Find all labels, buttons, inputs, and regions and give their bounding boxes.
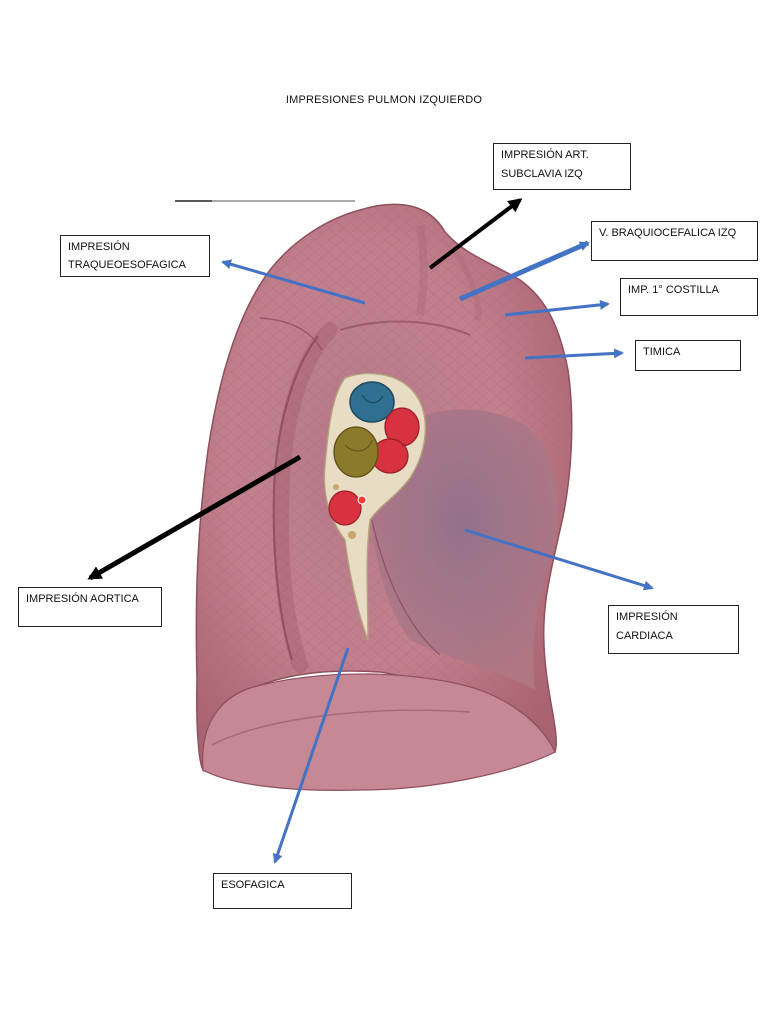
label-timica: TIMICA	[635, 340, 741, 371]
hilum	[323, 372, 427, 641]
label-aortica: IMPRESIÓN AORTICA	[18, 587, 162, 627]
lung-base	[202, 673, 556, 791]
page-title: IMPRESIONES PULMON IZQUIERDO	[285, 94, 483, 106]
label-esofagica: ESOFAGICA	[213, 873, 352, 909]
arrow-aortica	[87, 454, 302, 581]
arrow-costilla	[504, 299, 610, 317]
label-costilla: IMP. 1° COSTILLA	[620, 278, 758, 316]
arrow-braquiocefalica	[458, 240, 590, 302]
arrow-esofagica	[272, 647, 350, 864]
arrow-traqueoesofagica	[221, 259, 366, 305]
aortic-groove	[272, 322, 338, 673]
label-traqueoesofagica: IMPRESIÓN TRAQUEOESOFAGICA	[60, 235, 210, 277]
arrow-timica	[524, 348, 624, 360]
label-subclavia: IMPRESIÓN ART. SUBCLAVIA IZQ	[493, 143, 631, 190]
arrow-subclavia	[428, 198, 523, 270]
label-braquiocefalica: V. BRAQUIOCEFALICA IZQ	[591, 221, 758, 261]
arrow-cardiaca	[464, 528, 654, 591]
cardiac-impression	[369, 409, 558, 690]
label-cardiaca: IMPRESIÓN CARDIACA	[608, 605, 739, 654]
